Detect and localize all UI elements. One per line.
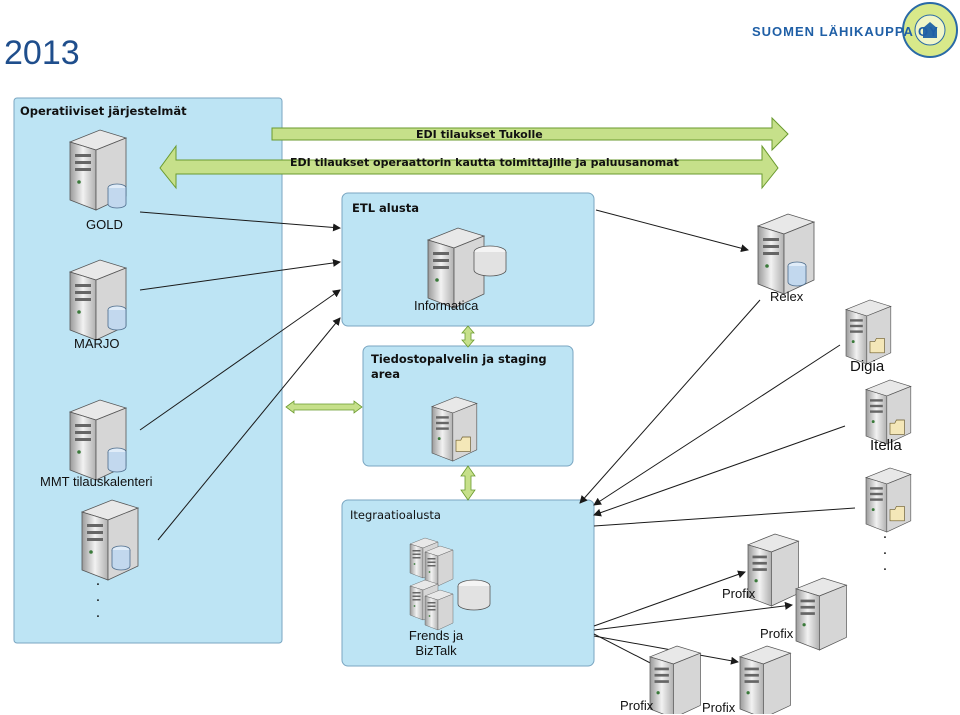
profix3-label: Profix: [620, 698, 654, 713]
marjo-label: MARJO: [74, 336, 120, 351]
edi-tukolle-label: EDI tilaukset Tukolle: [416, 128, 543, 141]
mmt-etl-line: [139, 289, 341, 431]
edi-operator-label: EDI tilaukset operaattorin kautta toimit…: [290, 156, 679, 169]
other-right-server-icon: [865, 467, 912, 533]
operational-panel: [13, 97, 283, 644]
integration-panel-title: Itegraatioalusta: [350, 508, 441, 522]
integration-profix1-line: [593, 570, 746, 627]
relex-server-icon: [757, 213, 815, 295]
gold-etl-line: [139, 211, 341, 232]
gold-label: GOLD: [86, 217, 123, 232]
other-server-icon: [81, 499, 139, 581]
relex-label: Relex: [770, 289, 804, 304]
frends-label: Frends ja BizTalk: [408, 628, 464, 658]
server4-etl-line: [157, 317, 341, 541]
right-ellipsis: . . .: [882, 525, 888, 574]
other-integration-line: [593, 507, 856, 527]
profix4-label: Profix: [702, 700, 736, 715]
fileserver-panel-title: Tiedostopalvelin ja staging area: [371, 352, 547, 381]
company-name: SUOMEN LÄHIKAUPPA OY: [752, 24, 939, 39]
marjo-etl-line: [139, 259, 341, 291]
digia-integration-line: [593, 344, 841, 506]
integration-profix4-line: [593, 635, 739, 665]
profix1-server-icon: [747, 533, 799, 607]
fileserver-link-arrow: [285, 400, 363, 414]
etl-relex-line: [595, 209, 749, 253]
itella-label: Itella: [870, 437, 902, 454]
integration-profix3-line: [593, 633, 661, 669]
edi-operator-arrow: [159, 144, 779, 190]
left-ellipsis: . . .: [95, 572, 101, 621]
digia-label: Digia: [850, 358, 885, 375]
marjo-server-icon: [69, 259, 127, 341]
itella-server-icon: [865, 379, 912, 445]
profix2-server-icon: [795, 577, 847, 651]
mmt-label: MMT tilauskalenteri: [40, 474, 153, 489]
informatica-label: Informatica: [414, 298, 479, 313]
operational-panel-title: Operatiiviset järjestelmät: [20, 104, 187, 118]
profix3-server-icon: [649, 645, 701, 714]
itella-integration-line: [593, 425, 846, 517]
profix4-server-icon: [739, 645, 791, 714]
company-logo-icon: [902, 2, 958, 58]
integration-profix2-line: [593, 601, 793, 631]
staging-server-icon: [431, 396, 478, 462]
gold-server-icon: [69, 129, 127, 211]
relex-integration-line: [579, 299, 761, 504]
etl-panel-title: ETL alusta: [352, 201, 420, 215]
year-title: 2013: [4, 34, 80, 72]
etl-staging-arrow: [461, 325, 475, 348]
profix2-label: Profix: [760, 626, 794, 641]
profix1-label: Profix: [722, 586, 756, 601]
edi-tukolle-arrow: [271, 116, 789, 152]
digia-server-icon: [845, 299, 892, 365]
mmt-server-icon: [69, 399, 127, 481]
staging-integration-arrow: [460, 465, 476, 501]
